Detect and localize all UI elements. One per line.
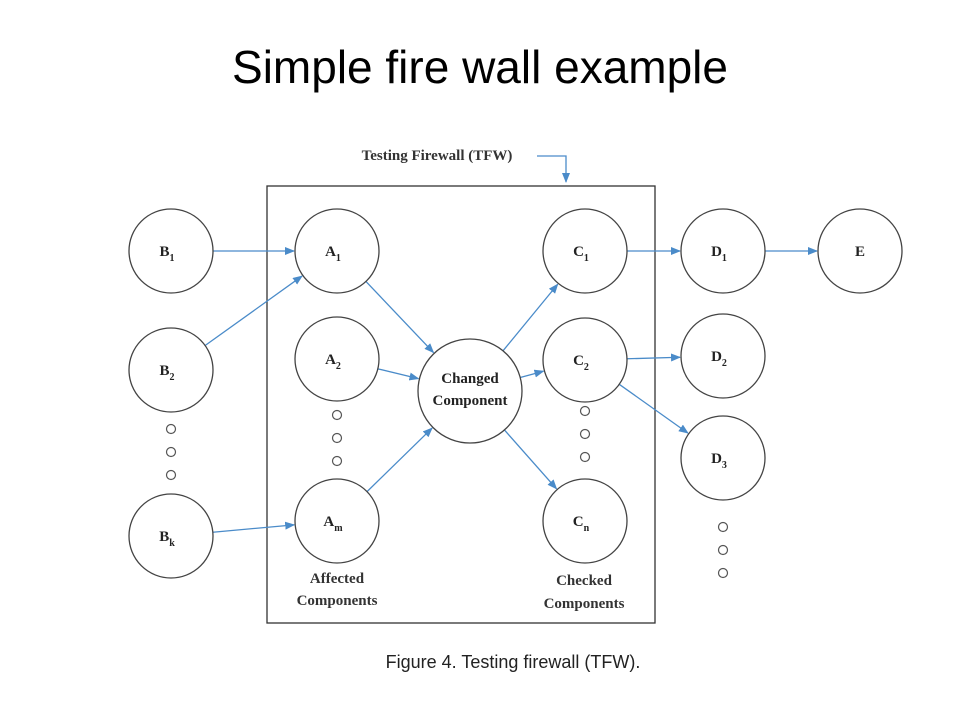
node-label-main: C <box>573 353 584 369</box>
node-label-b1: B1 <box>159 244 174 264</box>
node-label-subscript: 1 <box>170 253 175 264</box>
node-circle-b2 <box>128 327 214 413</box>
node-label-subscript: 1 <box>584 253 589 264</box>
node-label-b2: B2 <box>159 363 174 383</box>
edge-c2-to-d3 <box>618 383 689 434</box>
affected-components-label-line2: Components <box>297 593 378 609</box>
node-label-subscript: 2 <box>170 372 175 383</box>
edge-cc-to-c1 <box>502 283 559 352</box>
node-circle-cn <box>542 478 628 564</box>
node-circle-am <box>294 478 380 564</box>
changed-component-line1: Changed <box>441 371 499 387</box>
node-label-am: Am <box>323 514 343 534</box>
node-label-d3: D3 <box>711 451 727 471</box>
checked-line2: Components <box>544 596 625 612</box>
node-label-main: E <box>855 244 865 260</box>
node-a2: A2 <box>294 316 380 402</box>
edge-bk-to-am <box>212 521 296 533</box>
node-circle-e <box>817 208 903 294</box>
node-d2: D2 <box>680 313 766 399</box>
firewall-boundary <box>266 185 656 624</box>
edge-a2-to-cc <box>377 368 420 381</box>
node-label-main: B <box>159 529 169 545</box>
node-label-main: D <box>711 451 722 467</box>
checked-line1: Checked <box>556 573 612 589</box>
node-b2: B2 <box>128 327 214 413</box>
node-c1: C1 <box>542 208 628 294</box>
node-bk: Bk <box>128 493 214 579</box>
node-circle-d3 <box>680 415 766 501</box>
edge-cc-to-cn <box>503 429 558 490</box>
node-label-d2: D2 <box>711 349 727 369</box>
affected-line1: Affected <box>310 571 365 587</box>
node-label-d1: D1 <box>711 244 727 264</box>
node-label-e: E <box>855 244 865 260</box>
node-label-c1: C1 <box>573 244 589 264</box>
node-label-a2: A2 <box>325 352 341 372</box>
slide-title: Simple fire wall example <box>232 41 728 93</box>
node-label-main: B <box>159 244 169 260</box>
node-b1: B1 <box>128 208 214 294</box>
node-label-subscript: 2 <box>722 358 727 369</box>
checked-components-label: Checked <box>556 573 612 589</box>
node-d1: D1 <box>680 208 766 294</box>
node-label-bk: Bk <box>159 529 175 549</box>
node-label-main: B <box>159 363 169 379</box>
node-changed-component <box>417 338 523 444</box>
node-label-subscript: 3 <box>722 460 727 471</box>
node-label-subscript: n <box>584 523 590 534</box>
edge-cc-to-c2 <box>520 369 545 379</box>
node-label-subscript: 2 <box>584 362 589 373</box>
node-circle-bk <box>128 493 214 579</box>
node-c2: C2 <box>542 317 628 403</box>
node-circle-a2 <box>294 316 380 402</box>
node-d3: D3 <box>680 415 766 501</box>
figure-caption: Figure 4. Testing firewall (TFW). <box>386 652 641 672</box>
firewall-pointer-arrow <box>537 155 570 183</box>
node-label-main: D <box>711 349 722 365</box>
node-cn: Cn <box>542 478 628 564</box>
node-e: E <box>817 208 903 294</box>
ellipsis-d <box>717 521 729 579</box>
node-label-c2: C2 <box>573 353 589 373</box>
node-label-subscript: 1 <box>336 253 341 264</box>
node-label-main: A <box>325 244 336 260</box>
node-circle-c2 <box>542 317 628 403</box>
ellipsis-a <box>331 409 343 467</box>
changed-component-label-line2: Component <box>432 393 507 409</box>
affected-components-label: Affected <box>310 571 365 587</box>
node-label-main: C <box>573 514 584 530</box>
node-circle-b1 <box>128 208 214 294</box>
node-label-cn: Cn <box>573 514 590 534</box>
node-circle-d2 <box>680 313 766 399</box>
edge-c2-to-d2 <box>626 353 682 362</box>
ellipsis-c <box>579 405 591 463</box>
node-label-main: A <box>323 514 334 530</box>
changed-component-line2: Component <box>432 393 507 409</box>
node-label-main: A <box>325 352 336 368</box>
firewall-label: Testing Firewall (TFW) <box>362 148 513 164</box>
node-am: Am <box>294 478 380 564</box>
node-label-subscript: 1 <box>722 253 727 264</box>
edges-layer <box>204 247 818 533</box>
node-label-a1: A1 <box>325 244 341 264</box>
edge-a1-to-cc <box>365 281 435 354</box>
node-a1: A1 <box>294 208 380 294</box>
edge-am-to-cc <box>366 427 433 493</box>
node-label-subscript: 2 <box>336 361 341 372</box>
checked-components-label-line2: Components <box>544 596 625 612</box>
node-circle-c1 <box>542 208 628 294</box>
node-label-main: C <box>573 244 584 260</box>
changed-component-label: Changed <box>441 371 499 387</box>
affected-line2: Components <box>297 593 378 609</box>
node-label-main: D <box>711 244 722 260</box>
node-label-subscript: k <box>169 538 175 549</box>
node-label-subscript: m <box>334 523 343 534</box>
node-circle-d1 <box>680 208 766 294</box>
node-circle-a1 <box>294 208 380 294</box>
ellipsis-b <box>165 423 177 481</box>
edge-b2-to-a1 <box>204 275 303 347</box>
